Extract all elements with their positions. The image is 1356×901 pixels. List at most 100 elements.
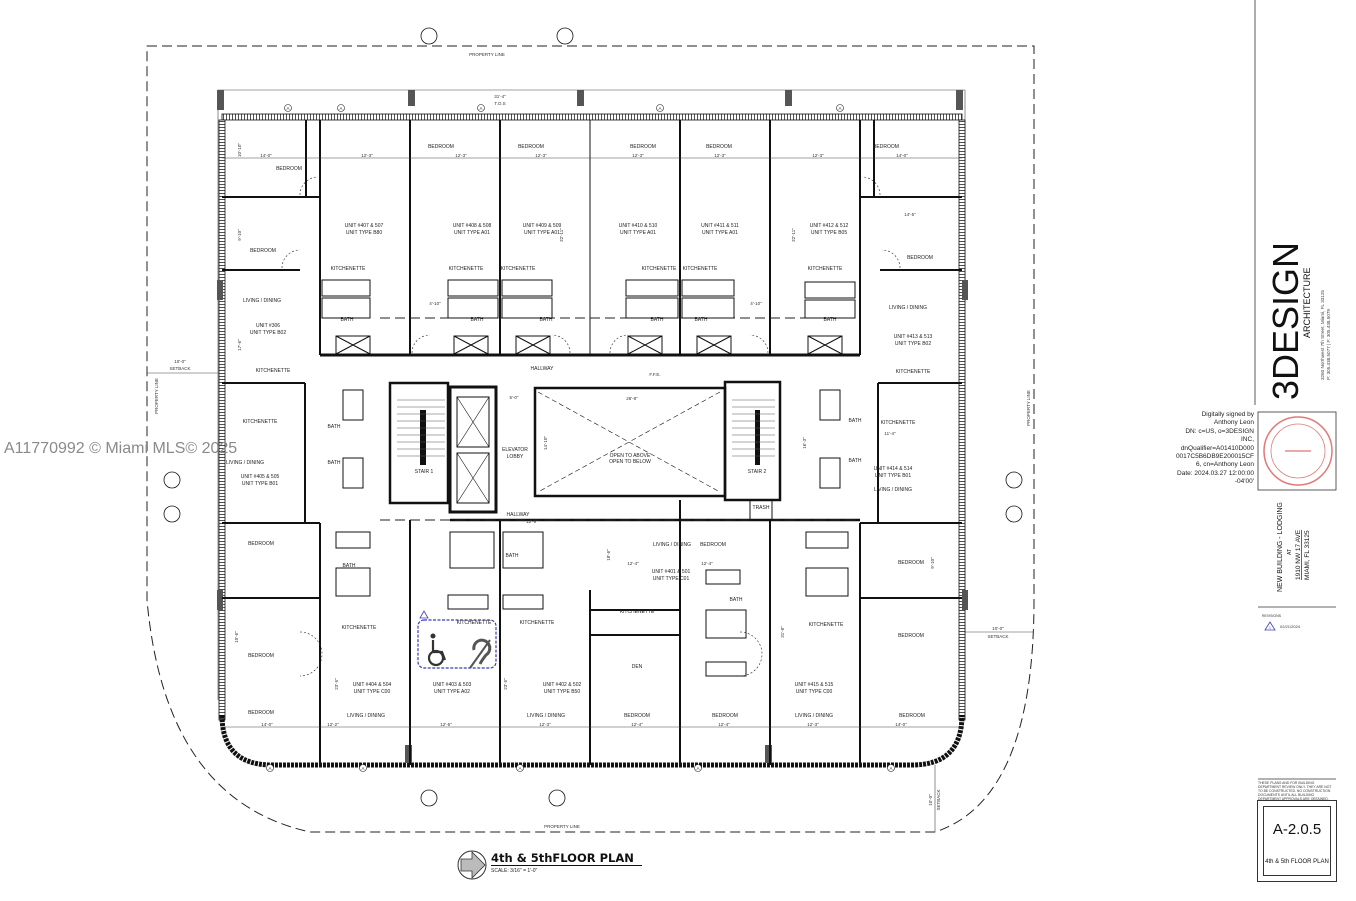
dimension-label: 12'-3" [535,153,547,158]
sheet-number: A-2.0.5 [1272,821,1322,838]
dimension-label: 31'-8" [780,626,785,638]
room-label: BEDROOM [624,713,650,719]
setback-label-left: SETBACK [169,366,190,371]
room-label: UNIT #413 & 513 [894,334,933,340]
room-label: KITCHENETTE [620,609,655,615]
room-label: BEDROOM [899,713,925,719]
room-label: UNIT TYPE C01 [653,576,690,582]
room-label: KITCHENETTE [809,622,844,628]
room-label: UNIT TYPE B01 [875,473,911,479]
dimension-label: 23'-5" [503,678,508,690]
room-label: UNIT #414 & 514 [874,466,913,472]
room-label: BEDROOM [248,710,274,716]
setback-dim-bottom: 10'-0" [928,794,933,806]
room-label: BEDROOM [700,542,726,548]
room-label: KITCHENETTE [501,266,536,272]
room-label: KITCHENETTE [342,625,377,631]
trash-room [749,499,773,521]
room-label: KITCHENETTE [243,419,278,425]
dimension-label: 14'-0" [260,153,272,158]
room-label: BATH [506,553,519,559]
room-label: UNIT #415 & 515 [795,682,834,688]
setback-label-right: SETBACK [987,634,1008,639]
stair-2 [723,380,782,502]
svg-text:P: 305.438.5077 | F: 305.438.5: P: 305.438.5077 | F: 305.438.5079 [1326,309,1331,380]
room-label: HALLWAY [531,366,555,372]
revision-tag: 1 [1269,626,1271,630]
dimension-label: 32'-11" [791,228,796,242]
wheelchair-icon [427,633,447,667]
svg-text:ARCHITECTURE: ARCHITECTURE [1302,267,1312,338]
dimension-label: 14'-10" [543,436,548,450]
room-label: BATH [471,317,484,323]
signature-line: Date: 2024.03.27 12:00:00 [1177,469,1254,477]
setback-dim-left: 10'-0" [174,359,186,364]
room-label: HALLWAY [507,512,531,518]
accessibility-revision-cloud [417,610,497,669]
dimension-label: 12'-3" [539,722,551,727]
room-label: LIVING / DINING [795,713,833,719]
room-label: UNIT #409 & 509 [523,223,562,229]
room-label: UNIT #412 & 512 [810,223,849,229]
room-label: BEDROOM [706,144,732,150]
room-label: BATH [328,424,341,430]
interior-walls [222,120,962,765]
room-label: UNIT TYPE C00 [354,689,391,695]
room-label: BATH [824,317,837,323]
dimension-label: 12'-3" [455,153,467,158]
room-label: BATH [849,458,862,464]
plan-scale: SCALE: 3/16" = 1'-0" [491,868,538,874]
room-label: STAIR 1 [415,469,434,475]
svg-text:A: A [518,766,521,771]
room-label: BEDROOM [712,713,738,719]
room-label: BATH [343,563,356,569]
room-label: BATH [651,317,664,323]
dimension-label: 10'-10" [237,143,242,157]
room-label: BATH [849,418,862,424]
dimension-label: 14'-5" [904,212,916,217]
seal-box [1257,411,1337,491]
dimension-label: 12'-4" [627,561,639,566]
room-label: UNIT TYPE B02 [895,341,931,347]
hearing-assist-icon [469,638,492,669]
mls-watermark: A11770992 © Miami MLS© 2025 [4,440,238,457]
room-label: BEDROOM [248,541,274,547]
room-label: UNIT #405 & 505 [241,474,280,480]
room-label: UNIT TYPE A01 [620,230,656,236]
plan-title: 4th & 5thFLOOR PLAN [491,851,642,866]
digital-signature: Digitally signed by Anthony Leon DN: c=U… [1170,411,1254,487]
room-label: KITCHENETTE [520,620,555,626]
room-label: BEDROOM [518,144,544,150]
project-info: NEW BUILDING - LODGING AT 1910 NW 17 AVE… [1277,502,1311,592]
architect-seal [1263,416,1333,486]
sheet-number-box: A-2.0.5 4th & 5th FLOOR PLAN [1257,800,1337,882]
dimension-label: 12'-4" [631,722,643,727]
svg-text:A: A [286,106,289,111]
dimension-label: 10'-6" [234,631,239,643]
revision-date: 02/21/2024 [1280,624,1301,629]
room-label: LIVING / DINING [889,305,927,311]
svg-text:MIAMI, FL 33125: MIAMI, FL 33125 [1304,530,1311,580]
dimension-label: 18'-6" [606,549,611,561]
signature-line: -04'00' [1234,478,1254,486]
door-swings [281,176,901,677]
room-label: LIVING / DINING [874,487,912,493]
room-label: BATH [341,317,354,323]
room-label: BEDROOM [898,633,924,639]
room-label: UNIT #403 & 503 [433,682,472,688]
ffe-label: F.F.E. [649,372,660,377]
room-label: LIVING / DINING [243,298,281,304]
svg-text:1910 NW 17 AVE: 1910 NW 17 AVE [1295,529,1302,580]
room-label: UNIT #408 & 508 [453,223,492,229]
room-label: BATH [695,317,708,323]
dimension-labels: 14'-0"12'-3"12'-3"12'-3"12'-3"12'-3"12'-… [234,143,935,727]
dimension-label: 12'-5" [440,722,452,727]
room-label: BEDROOM [873,144,899,150]
room-label: UNIT #402 & 502 [543,682,582,688]
tos-label: T.O.S [494,101,505,106]
dimension-label: 12'-3" [807,722,819,727]
room-label: KITCHENETTE [449,266,484,272]
room-label: ELEVATOR [502,447,528,453]
